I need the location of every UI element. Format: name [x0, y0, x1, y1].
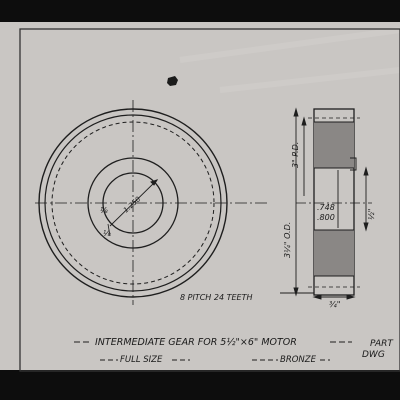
hub-arrow — [150, 179, 159, 186]
od-arrow-bottom — [293, 287, 299, 297]
ink-blot — [167, 76, 178, 86]
lower-section-hatch — [314, 230, 354, 276]
face-width-label: ¾" — [329, 300, 340, 309]
half-label: ½" — [367, 209, 376, 220]
material-text: BRONZE — [280, 355, 317, 365]
drawing-title: INTERMEDIATE GEAR FOR 5½"×6" MOTOR — [95, 337, 297, 348]
half-arrow-top — [363, 166, 369, 176]
side-dimensions — [280, 107, 369, 300]
gear-spec-text: 8 PITCH 24 TEETH — [180, 293, 252, 302]
part-label: PART — [370, 339, 394, 349]
od-arrow-top — [293, 107, 299, 117]
scale-text: FULL SIZE — [120, 355, 163, 365]
keyway-notch — [350, 157, 357, 171]
pd-arrow-top — [301, 116, 307, 126]
bore-label-b: .800 — [317, 213, 335, 222]
outside-diameter-label: 3¼" O.D. — [283, 222, 292, 258]
face-arrow-right — [346, 294, 356, 300]
small-dimension-a: ⅛ — [100, 206, 108, 215]
gear-rim-outline — [313, 108, 355, 296]
paper-texture — [179, 27, 400, 93]
border-frame — [19, 28, 400, 372]
face-arrow-left — [312, 294, 322, 300]
bore-label-a: .748 — [317, 203, 335, 212]
small-leader — [107, 223, 111, 237]
upper-section-hatch — [314, 122, 354, 168]
hub-dimension-text: 1.250 — [122, 195, 143, 215]
half-arrow-bottom — [363, 222, 369, 232]
drawing-sheet — [0, 22, 400, 370]
small-dimension-b: ⅛ — [103, 229, 111, 238]
front-view — [35, 100, 270, 305]
dwg-label: DWG — [362, 350, 385, 360]
side-view — [296, 108, 372, 296]
pitch-diameter-label: 3" P.D. — [291, 142, 300, 168]
hub-dimension-line — [109, 179, 158, 227]
